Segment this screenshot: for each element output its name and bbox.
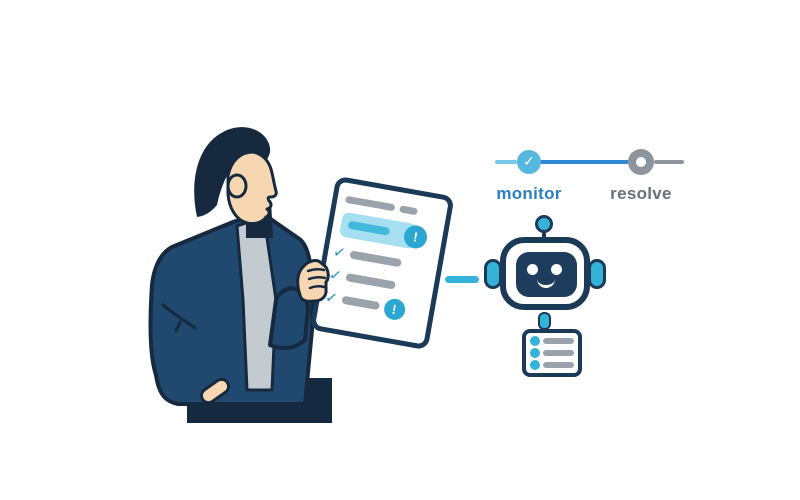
timeline-connector-line	[540, 160, 629, 164]
man-hand-holding-tablet	[268, 259, 330, 351]
workflow-node-resolve	[628, 149, 654, 175]
title-bar	[344, 195, 396, 212]
bot-task-card	[522, 329, 582, 377]
card-row	[530, 360, 574, 370]
robot-ear-right	[588, 259, 606, 289]
card-bullet-dot	[530, 360, 540, 370]
card-bullet-dot	[530, 348, 540, 358]
robot-eye-right	[551, 264, 562, 275]
card-bullet-dot	[530, 336, 540, 346]
alert-badge: !	[382, 296, 407, 321]
title-bar-short	[399, 205, 419, 216]
man-pocket-hand	[199, 377, 231, 405]
robot-eye-left	[527, 264, 538, 275]
hand-finger-lines	[306, 268, 327, 290]
robot-face-panel	[516, 252, 577, 297]
card-bar	[543, 338, 574, 344]
robot-antenna-stem	[542, 231, 546, 239]
workflow-label-resolve: resolve	[610, 184, 672, 203]
highlight-inner-bar	[347, 220, 391, 236]
card-row	[530, 336, 574, 346]
man-ear	[226, 173, 248, 199]
workflow-label-monitor: monitor	[496, 184, 562, 203]
timeline-stub-right	[654, 160, 684, 164]
row-bar	[340, 295, 380, 311]
row-bar	[348, 250, 402, 268]
workflow-node-monitor: ✓	[517, 150, 541, 174]
robot-card-connector	[538, 312, 551, 330]
resolve-node-hole	[636, 157, 646, 167]
checklist-highlight-row: !	[339, 211, 429, 251]
card-bar	[543, 350, 574, 356]
check-icon: ✓	[523, 154, 535, 170]
man-illustration	[148, 127, 332, 423]
card-bar	[543, 362, 574, 368]
timeline-stub-left	[495, 160, 517, 164]
jacket-crease	[161, 303, 197, 333]
alert-icon: !	[412, 229, 419, 245]
alert-badge: !	[402, 223, 429, 251]
row-bar	[344, 272, 396, 290]
man-face	[226, 150, 278, 226]
man-hand	[296, 259, 330, 303]
card-row	[530, 348, 574, 358]
robot-smile	[537, 275, 555, 288]
alert-icon: !	[390, 301, 398, 317]
tablet-bot-connector	[445, 276, 479, 283]
